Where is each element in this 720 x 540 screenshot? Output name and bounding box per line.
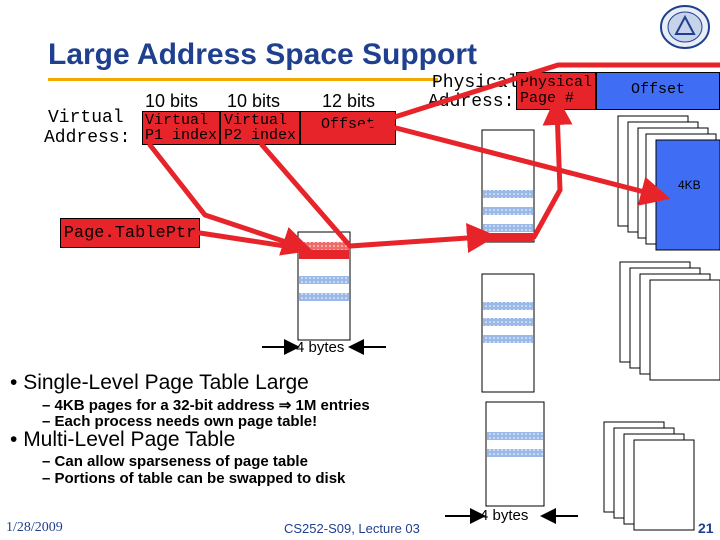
level2-entry-selected: [483, 233, 533, 242]
offset-bits-label: 12 bits: [322, 91, 376, 111]
virtual-p2-index-field: Virtual P2 index: [220, 111, 300, 145]
bullet-1: • Single-Level Page Table Large: [10, 371, 309, 394]
level1-entry-selected: [299, 250, 349, 259]
bullet-1-sub-2: – Each process needs own page table!: [42, 413, 318, 430]
university-seal-logo: [660, 5, 710, 49]
bullet-2: • Multi-Level Page Table: [10, 428, 236, 451]
bullet-2-sub-2: – Portions of table can be swapped to di…: [42, 470, 346, 487]
virtual-p1-index-field: Virtual P1 index: [142, 111, 220, 145]
page-table-ptr: Page.TablePtr: [60, 218, 200, 248]
footer-date: 1/28/2009: [6, 520, 63, 535]
level1-entry-red: [299, 242, 349, 250]
bullet-1-text: Single-Level Page Table Large: [23, 371, 309, 394]
level1-entry-blue-2: [299, 293, 349, 301]
bullet-1-sub-1: – 4KB pages for a 32-bit address ⇒ 1M en…: [42, 397, 370, 414]
footer-course: CS252-S09, Lecture 03: [284, 521, 420, 536]
p2-bits-label: 10 bits: [227, 91, 281, 111]
entry-size-label-1: 4 bytes: [296, 339, 345, 356]
slide-title: Large Address Space Support: [48, 38, 477, 71]
physical-label: Physical: [432, 73, 519, 93]
address-label: Address:: [44, 128, 131, 148]
physical-page-selected: [655, 139, 720, 251]
virtual-label: Virtual: [48, 108, 124, 128]
physical-offset-field: Offset: [596, 72, 720, 110]
level1-entry-blue: [299, 276, 349, 284]
p1-bits-label: 10 bits: [145, 91, 199, 111]
title-underline: [48, 78, 438, 81]
entry-size-label-2: 4 bytes: [480, 507, 529, 524]
page-size-label: 4KB: [678, 178, 701, 192]
bullet-2-text: Multi-Level Page Table: [23, 428, 236, 451]
footer-page-number: 21: [698, 520, 714, 536]
level2-page-table-bottom: [481, 273, 535, 393]
bullet-2-sub-1: – Can allow sparseness of page table: [42, 453, 308, 470]
red-arrows: [147, 62, 720, 256]
